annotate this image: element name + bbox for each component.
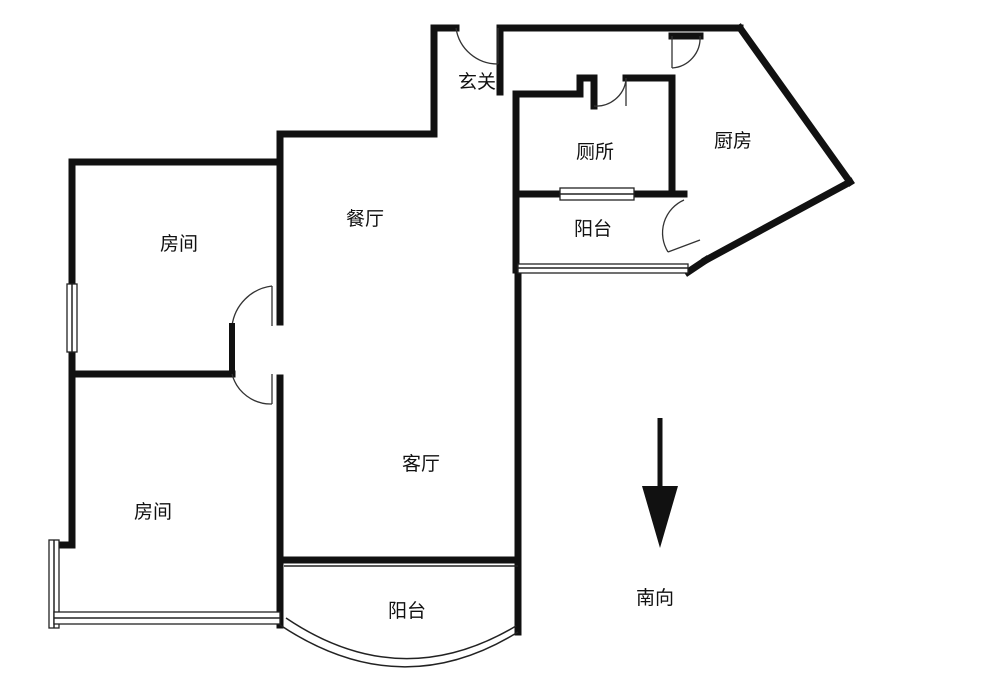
label-balcony-main: 阳台 [388,600,426,622]
entrance-door [455,27,499,65]
label-bedroom-bottom: 房间 [134,501,172,523]
down-arrow-icon [642,418,678,548]
bedroom-top-door [231,285,273,327]
label-kitchen: 厨房 [714,130,752,152]
windows [48,187,689,668]
label-living: 客厅 [402,453,440,475]
label-entrance: 玄关 [458,71,496,93]
label-toilet: 厕所 [576,141,614,163]
room-labels: 玄关 厕所 厨房 阳台 餐厅 房间 客厅 房间 阳台 [134,71,752,622]
label-dining: 餐厅 [346,208,384,230]
walls [58,23,855,636]
label-balcony-small: 阳台 [574,218,612,240]
doors [229,27,701,405]
balcony-curve [279,624,519,668]
toilet-door [593,79,627,107]
compass-label: 南向 [636,587,674,609]
bedroom-bottom-door [231,373,273,405]
label-bedroom-top: 房间 [160,233,198,255]
kitchen-door-top [671,35,701,69]
balcony-door [661,199,685,253]
